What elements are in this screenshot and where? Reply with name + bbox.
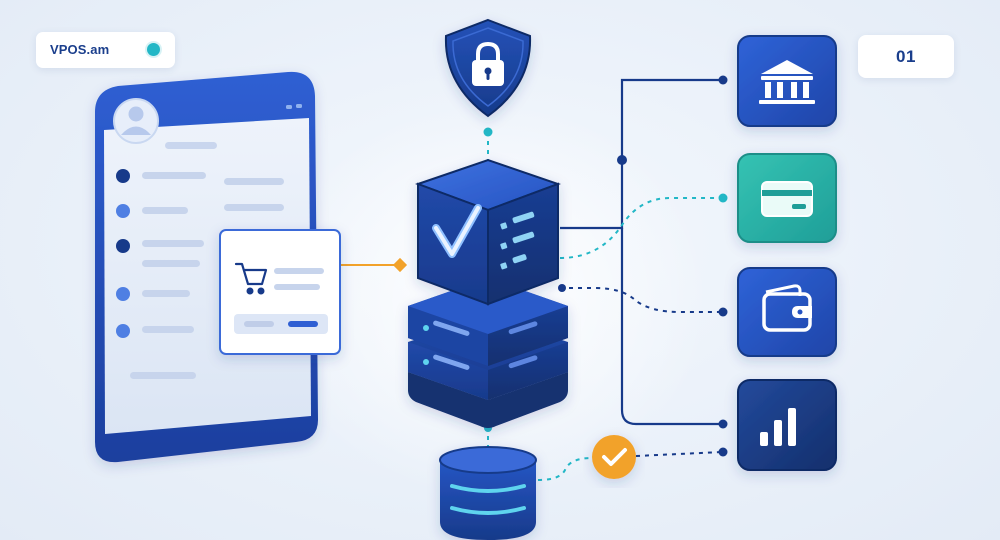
connector-node — [483, 127, 493, 137]
step-number: 01 — [896, 46, 916, 66]
bar-chart-icon — [760, 408, 796, 446]
connector-core-card — [559, 197, 722, 259]
server-stack — [408, 158, 568, 428]
connector-core-analytics — [620, 228, 722, 426]
connector-core-wallet — [560, 287, 722, 313]
window-control — [296, 104, 302, 108]
pay-button — [288, 321, 318, 327]
credit-card-icon — [761, 181, 813, 217]
checkout-line — [274, 268, 324, 274]
connector-node — [617, 155, 627, 165]
menu-list — [116, 169, 284, 379]
server-indicators — [423, 320, 538, 370]
checkout-line — [274, 284, 320, 290]
profile-line — [165, 142, 217, 149]
connector-node — [718, 419, 728, 429]
connector-core-bank — [560, 78, 722, 230]
brand-name: VPOS.am — [50, 42, 110, 57]
step-number-card: 01 — [858, 35, 954, 78]
bank-tile — [737, 35, 837, 127]
connector-node — [718, 447, 728, 457]
brand-status-dot — [147, 43, 160, 56]
window-control — [286, 105, 292, 109]
cube-data-indicators — [500, 211, 535, 270]
shopping-cart-icon — [234, 262, 268, 295]
brand-label-card: VPOS.am — [36, 32, 175, 68]
connector-database-success — [537, 457, 593, 481]
wallet-tile — [737, 267, 837, 357]
connector-lines — [340, 75, 728, 481]
connector-node — [718, 75, 728, 85]
analytics-tile — [737, 379, 837, 471]
connector-diamond — [392, 257, 408, 273]
tablet-ui — [113, 98, 302, 379]
database-icon — [439, 446, 537, 540]
connector-node — [718, 307, 728, 317]
checkmark-icon — [432, 204, 482, 258]
bank-icon — [759, 60, 815, 104]
connector-node — [558, 284, 566, 292]
wallet-icon — [762, 284, 812, 332]
user-avatar-icon — [113, 98, 159, 144]
connector-success-analytics — [635, 451, 723, 457]
lock-shield-icon — [472, 41, 504, 86]
connector-node — [718, 193, 728, 203]
checkout-card — [219, 229, 341, 355]
checkout-field — [234, 314, 328, 334]
check-circle-icon — [592, 435, 636, 479]
checkout-field-text — [244, 321, 274, 327]
